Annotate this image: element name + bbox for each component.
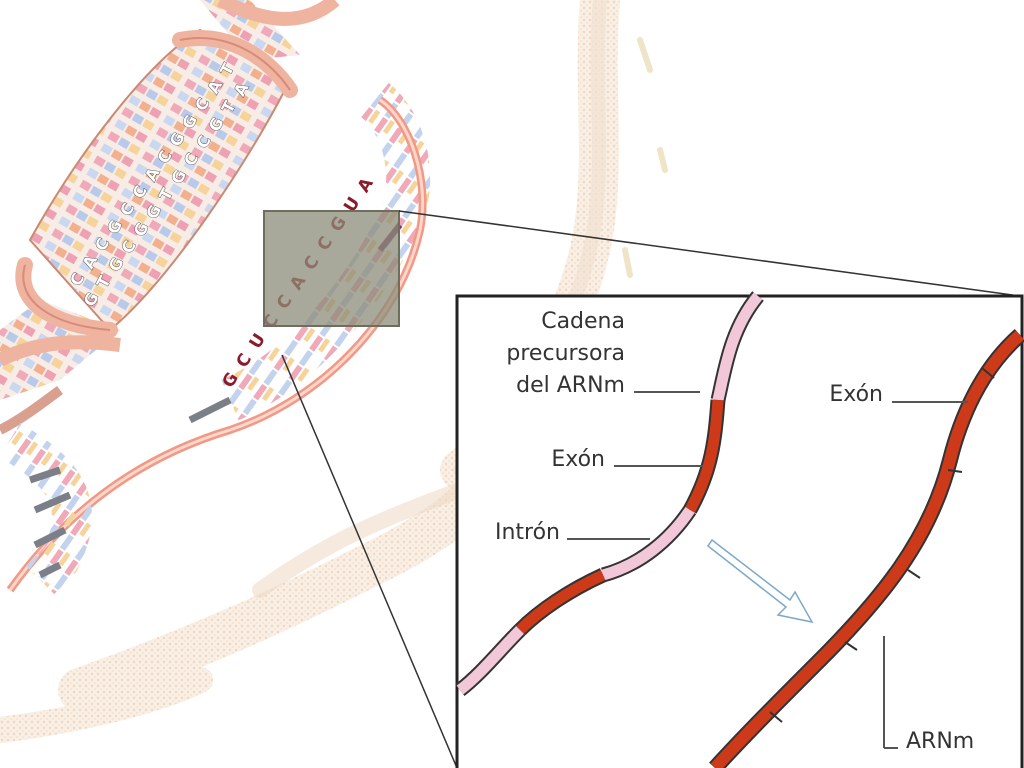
precursor-label-line1: Cadena bbox=[541, 309, 625, 334]
intron-segment bbox=[456, 626, 524, 695]
zoom-line-bottom bbox=[281, 354, 458, 768]
exon-label-right: Exón bbox=[829, 382, 883, 407]
mrna-exons bbox=[710, 330, 1024, 768]
zoom-box bbox=[263, 210, 400, 327]
dna-double-helix bbox=[0, 0, 340, 435]
rna-codon: U bbox=[246, 330, 270, 352]
exon-segment bbox=[685, 399, 724, 513]
precursor-label-line3: del ARNm bbox=[516, 373, 625, 398]
splicing-arrow bbox=[706, 538, 814, 624]
splicing-inset: Cadena precursora del ARNm Exón Intrón E… bbox=[455, 291, 1024, 768]
leader-lines bbox=[567, 391, 968, 749]
intron-label: Intrón bbox=[495, 520, 560, 545]
exon-label-left: Exón bbox=[551, 447, 605, 472]
intron-segment bbox=[601, 506, 695, 581]
precursor-label-line2: precursora bbox=[506, 341, 625, 366]
mature-mrna-strand bbox=[709, 328, 1024, 768]
exon-segment bbox=[516, 569, 606, 634]
zoom-line-top bbox=[398, 210, 1021, 297]
precursor-mrna-strand bbox=[455, 291, 764, 696]
intron-segment bbox=[712, 292, 763, 402]
mrna-label: ARNm bbox=[906, 729, 974, 754]
rna-codon: A bbox=[354, 174, 378, 196]
